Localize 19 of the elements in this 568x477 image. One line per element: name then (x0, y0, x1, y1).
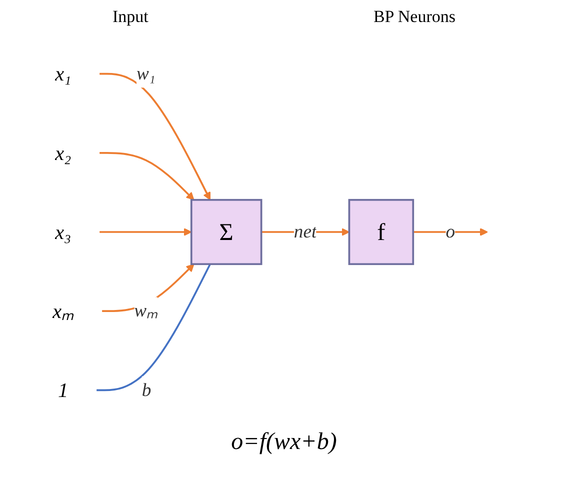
edge-label: wₘ (134, 300, 158, 321)
group-heading: Input (112, 7, 148, 27)
edge-label: w₁ (136, 63, 156, 84)
node-text: x₃ (54, 220, 72, 244)
formula: o=f(wx+b) (231, 429, 337, 456)
node-text: x₁ (54, 62, 72, 85)
node-text: 1 (58, 378, 68, 402)
arrow (99, 151, 194, 200)
node-text: x₂ (54, 140, 72, 164)
node-box: Σ (190, 198, 262, 265)
arrow (99, 227, 192, 236)
node-text: xₘ (52, 298, 74, 322)
arrow (413, 227, 488, 236)
edge-label: b (142, 379, 152, 400)
edge-label: net (294, 221, 317, 242)
edge-label: o (446, 221, 456, 242)
group-heading: BP Neurons (373, 7, 456, 27)
arrow (99, 72, 210, 200)
node-box: f (348, 198, 414, 265)
